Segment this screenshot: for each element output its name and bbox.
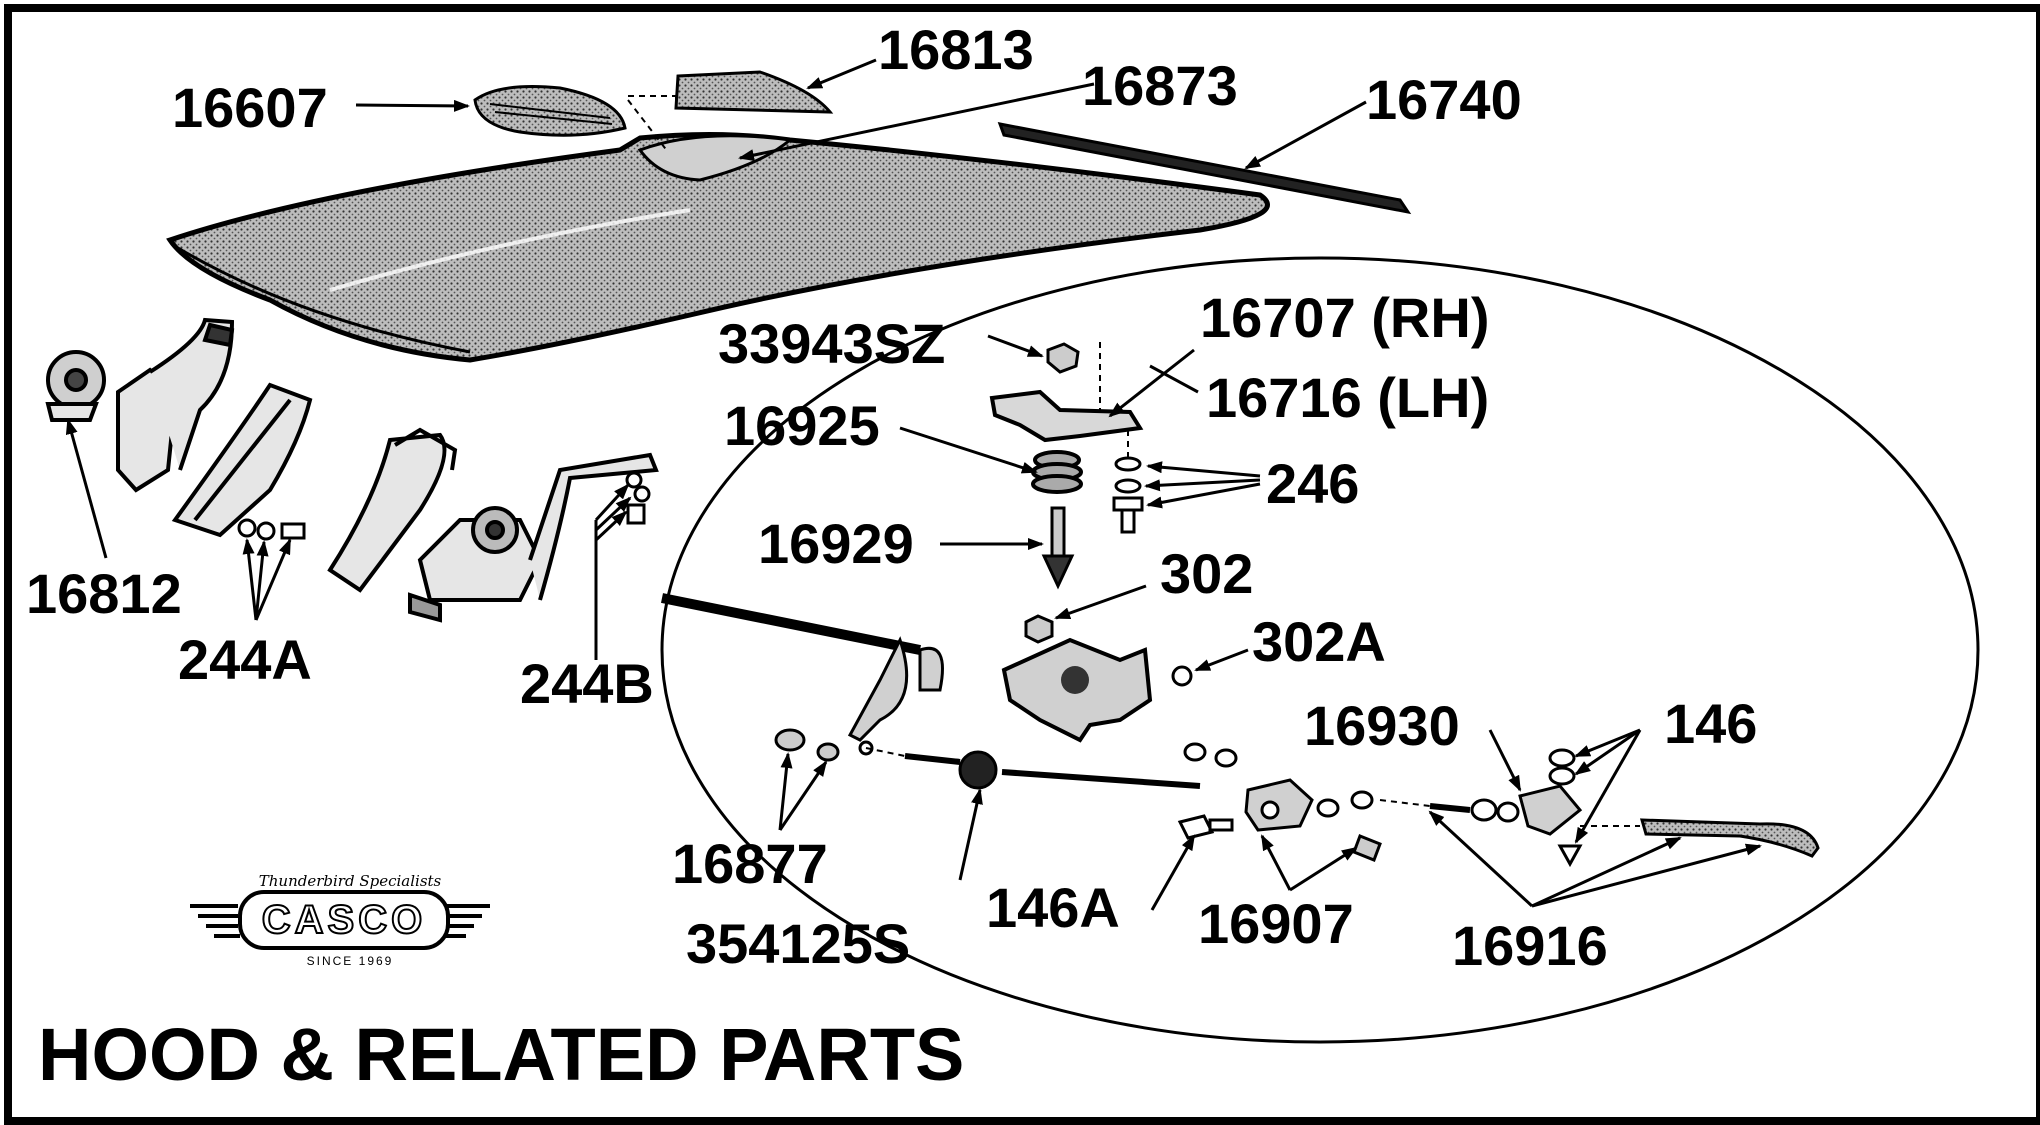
label-302: 302 [1160,542,1254,605]
washer-302A [1171,665,1193,687]
nuts-146 [1470,748,1583,868]
hood-panel [166,131,1270,363]
nut-33943SZ [1046,342,1080,374]
assembly-ellipse [660,256,1980,1044]
left-hinge-assembly [45,317,313,538]
latch-lever-16930 [1518,784,1583,836]
hood-seal-strip [997,122,1412,215]
label-16740: 16740 [1366,68,1522,131]
label-16916: 16916 [1452,914,1608,977]
hood-release-rod [661,593,944,742]
latch-striker-bracket [989,389,1144,443]
release-cable [1001,769,1201,789]
page-title: HOOD & RELATED PARTS [38,1013,965,1096]
logo-wings-icon [190,904,490,938]
label-16925: 16925 [724,394,880,457]
label-16812: 16812 [26,562,182,625]
label-16607: 16607 [172,76,328,139]
bolt-146A [1177,814,1234,840]
release-handle-16916 [1639,818,1820,858]
hinge-bolts-244B [625,471,651,525]
label-246: 246 [1266,452,1360,515]
logo-wordmark: CASCO [238,890,450,950]
hinge-bolts-244A [237,518,306,541]
latch-body [1001,637,1153,743]
logo-since-text: SINCE 1969 [306,954,394,968]
label-146: 146 [1664,692,1758,755]
label-302A: 302A [1252,610,1386,673]
label-146A: 146A [986,876,1120,939]
scoop-insert [674,70,834,114]
latch-pin-16929 [1041,506,1075,590]
label-16813: 16813 [878,18,1034,81]
label-16929: 16929 [758,512,914,575]
label-16907: 16907 [1198,892,1354,955]
label-354125S: 354125S [686,912,911,975]
label-16877: 16877 [672,832,828,895]
label-16930: 16930 [1304,694,1460,757]
label-16873: 16873 [1082,54,1238,117]
label-33943SZ: 33943SZ [718,312,946,375]
label-16716: 16716 (LH) [1206,366,1490,429]
label-16707: 16707 (RH) [1200,286,1490,349]
spring-16925 [1031,450,1083,494]
knob-354125S [958,750,998,790]
right-hinge-assembly [327,427,659,623]
nut-302 [1024,614,1054,644]
label-244B: 244B [520,652,654,715]
casco-logo: Thunderbird Specialists CASCO SINCE 1969 [190,870,490,980]
hood-scoop-ornament [473,85,627,137]
label-244A: 244A [178,628,312,691]
leader-lines [65,58,1762,911]
washers-246 [1112,456,1144,534]
cable-clamp-16907 [1183,742,1382,862]
logo-script-text: Thunderbird Specialists [258,872,442,890]
